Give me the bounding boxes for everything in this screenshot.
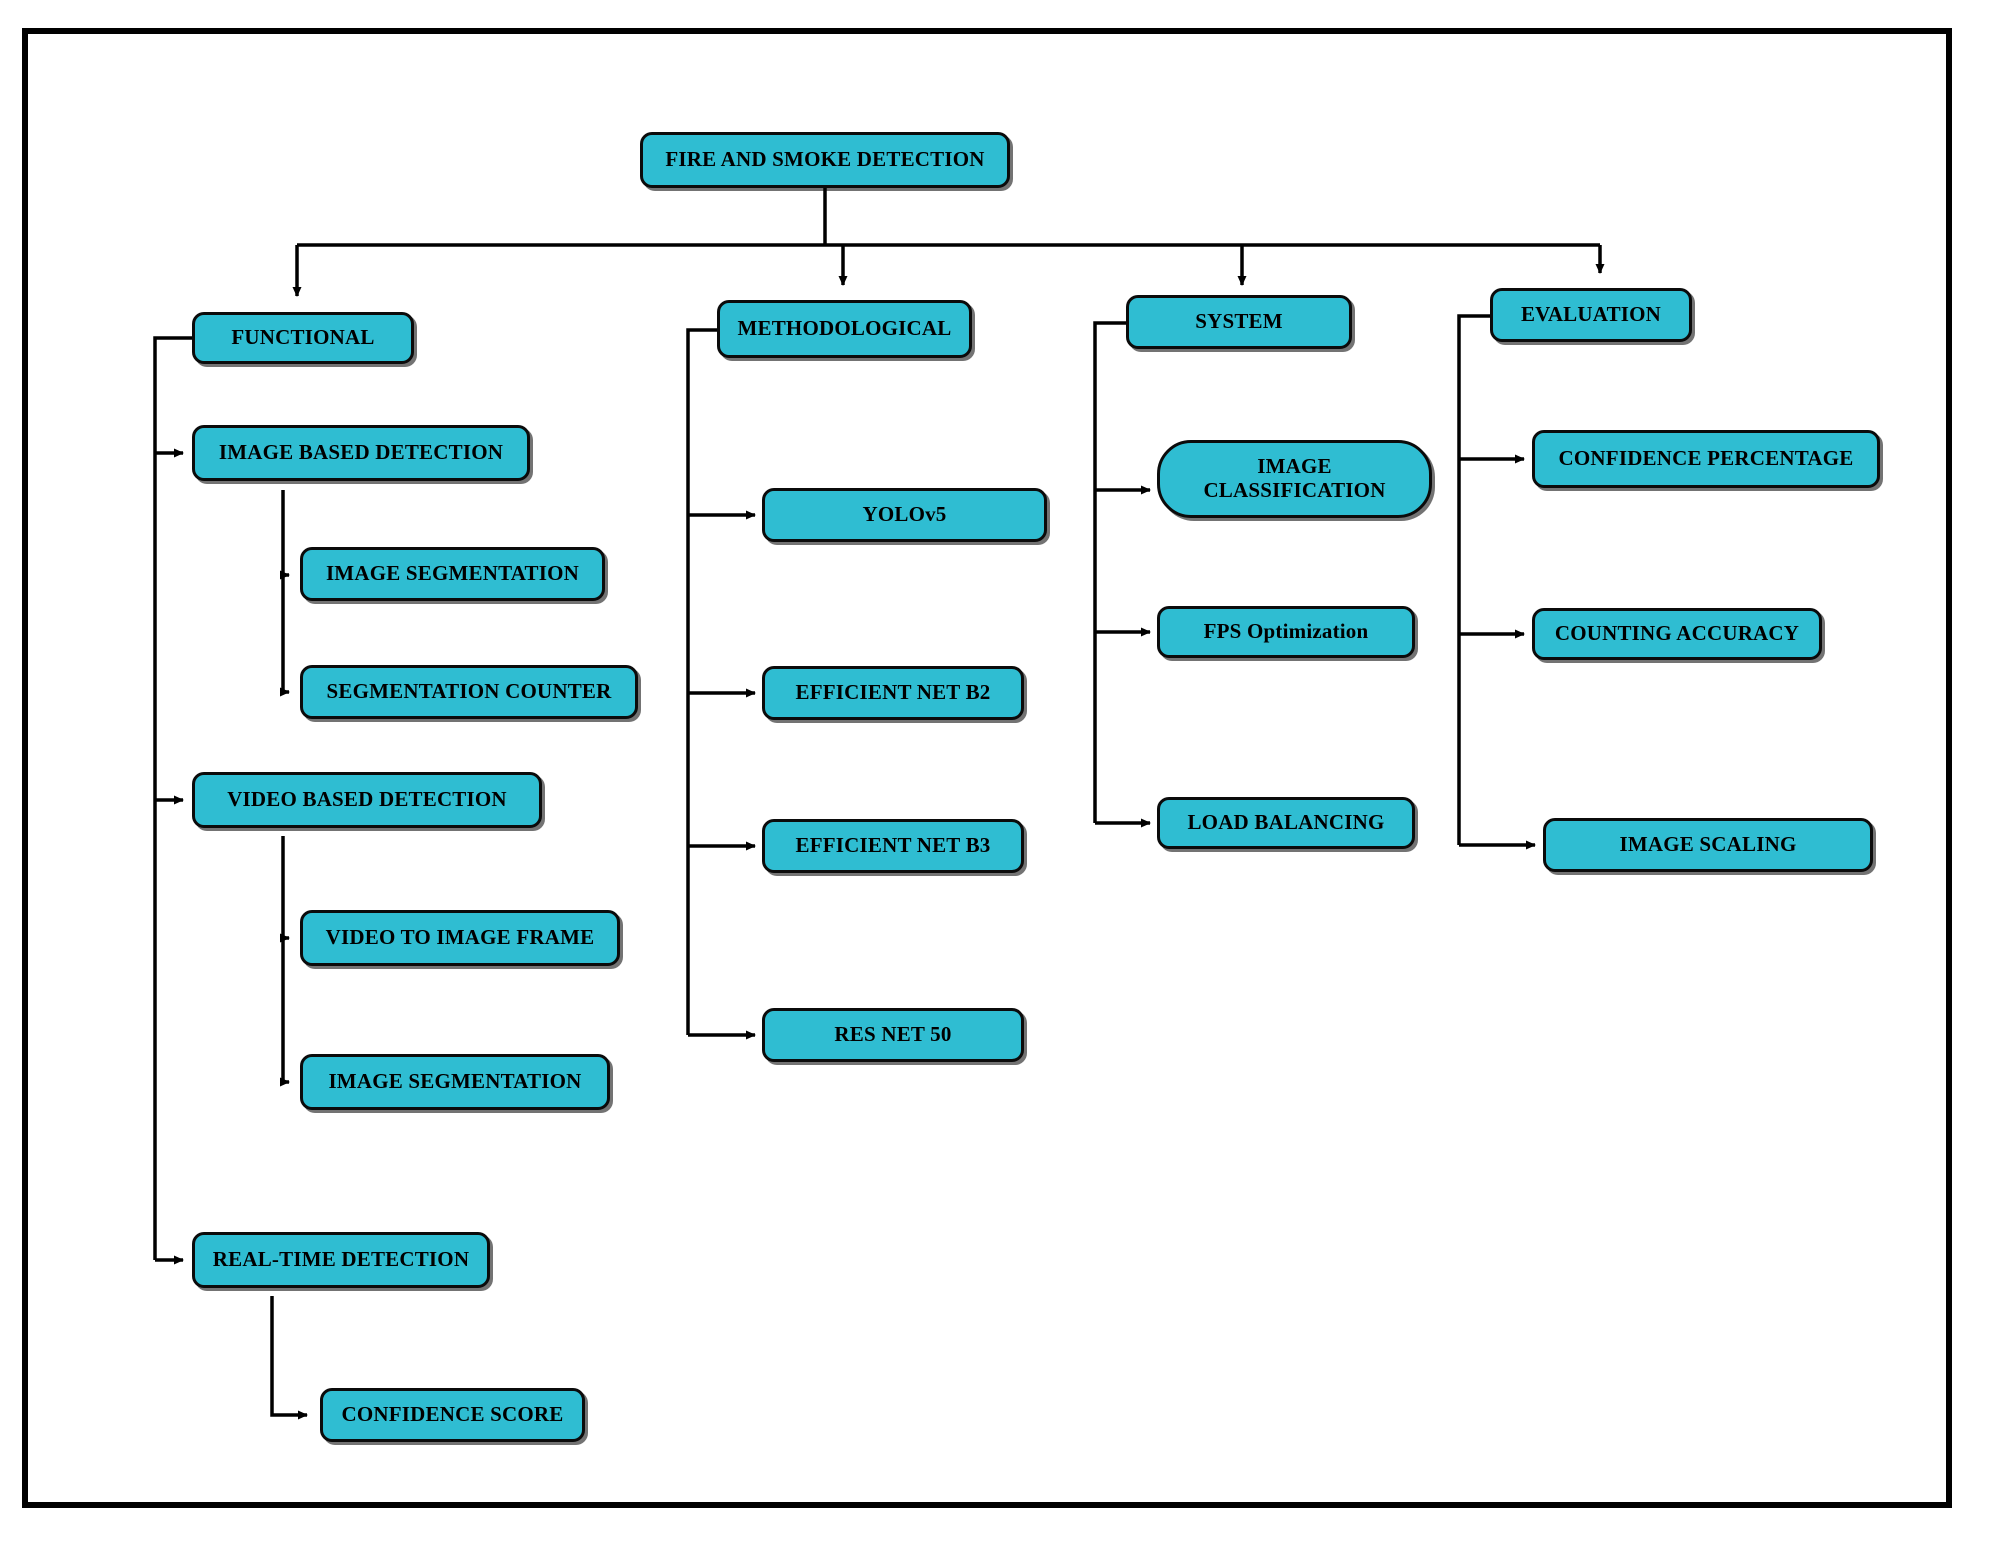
- node-label: COUNTING ACCURACY: [1554, 621, 1800, 646]
- node-image-segmentation-1[interactable]: IMAGE SEGMENTATION: [300, 547, 605, 601]
- node-image-segmentation-2[interactable]: IMAGE SEGMENTATION: [300, 1054, 610, 1110]
- node-label: EFFICIENT NET B2: [795, 680, 991, 705]
- node-efficient-net-b3[interactable]: EFFICIENT NET B3: [762, 819, 1024, 873]
- node-efficient-net-b2[interactable]: EFFICIENT NET B2: [762, 666, 1024, 720]
- node-label: IMAGE SCALING: [1619, 832, 1797, 857]
- node-res-net-50[interactable]: RES NET 50: [762, 1008, 1024, 1062]
- node-label: VIDEO TO IMAGE FRAME: [325, 925, 595, 950]
- node-image-classification[interactable]: IMAGE CLASSIFICATION: [1157, 440, 1432, 518]
- node-label: YOLOv5: [862, 502, 947, 527]
- node-confidence-score[interactable]: CONFIDENCE SCORE: [320, 1388, 585, 1442]
- node-label: EFFICIENT NET B3: [795, 833, 991, 858]
- node-label: EVALUATION: [1520, 302, 1662, 327]
- node-label: LOAD BALANCING: [1187, 810, 1385, 835]
- node-segmentation-counter[interactable]: SEGMENTATION COUNTER: [300, 665, 638, 719]
- node-counting-accuracy[interactable]: COUNTING ACCURACY: [1532, 608, 1822, 660]
- node-real-time-detection[interactable]: REAL-TIME DETECTION: [192, 1232, 490, 1288]
- node-fire-and-smoke-detection[interactable]: FIRE AND SMOKE DETECTION: [640, 132, 1010, 188]
- node-image-based-detection[interactable]: IMAGE BASED DETECTION: [192, 425, 530, 481]
- node-label: FIRE AND SMOKE DETECTION: [665, 147, 985, 172]
- node-label: RES NET 50: [834, 1022, 952, 1047]
- node-functional[interactable]: FUNCTIONAL: [192, 312, 414, 364]
- node-evaluation[interactable]: EVALUATION: [1490, 288, 1692, 342]
- node-label: IMAGE SEGMENTATION: [328, 1069, 582, 1094]
- node-fps-optimization[interactable]: FPS Optimization: [1157, 606, 1415, 658]
- node-label: VIDEO BASED DETECTION: [227, 787, 507, 812]
- node-system[interactable]: SYSTEM: [1126, 295, 1352, 349]
- node-label: CONFIDENCE PERCENTAGE: [1558, 446, 1854, 471]
- node-label: FUNCTIONAL: [231, 325, 375, 350]
- node-label: SYSTEM: [1195, 309, 1283, 334]
- node-image-scaling[interactable]: IMAGE SCALING: [1543, 818, 1873, 872]
- node-methodological[interactable]: METHODOLOGICAL: [717, 300, 972, 358]
- node-yolov5[interactable]: YOLOv5: [762, 488, 1047, 542]
- node-video-to-image-frame[interactable]: VIDEO TO IMAGE FRAME: [300, 910, 620, 966]
- node-label: IMAGE CLASSIFICATION: [1203, 454, 1386, 502]
- node-label: IMAGE SEGMENTATION: [325, 561, 580, 586]
- node-load-balancing[interactable]: LOAD BALANCING: [1157, 797, 1415, 849]
- node-video-based-detection[interactable]: VIDEO BASED DETECTION: [192, 772, 542, 828]
- node-label: REAL-TIME DETECTION: [212, 1247, 470, 1272]
- node-label: FPS Optimization: [1203, 619, 1369, 644]
- node-label: IMAGE BASED DETECTION: [218, 440, 504, 465]
- node-label: METHODOLOGICAL: [737, 316, 952, 341]
- node-label: SEGMENTATION COUNTER: [326, 679, 612, 704]
- node-confidence-percentage[interactable]: CONFIDENCE PERCENTAGE: [1532, 430, 1880, 488]
- node-label: CONFIDENCE SCORE: [341, 1402, 564, 1427]
